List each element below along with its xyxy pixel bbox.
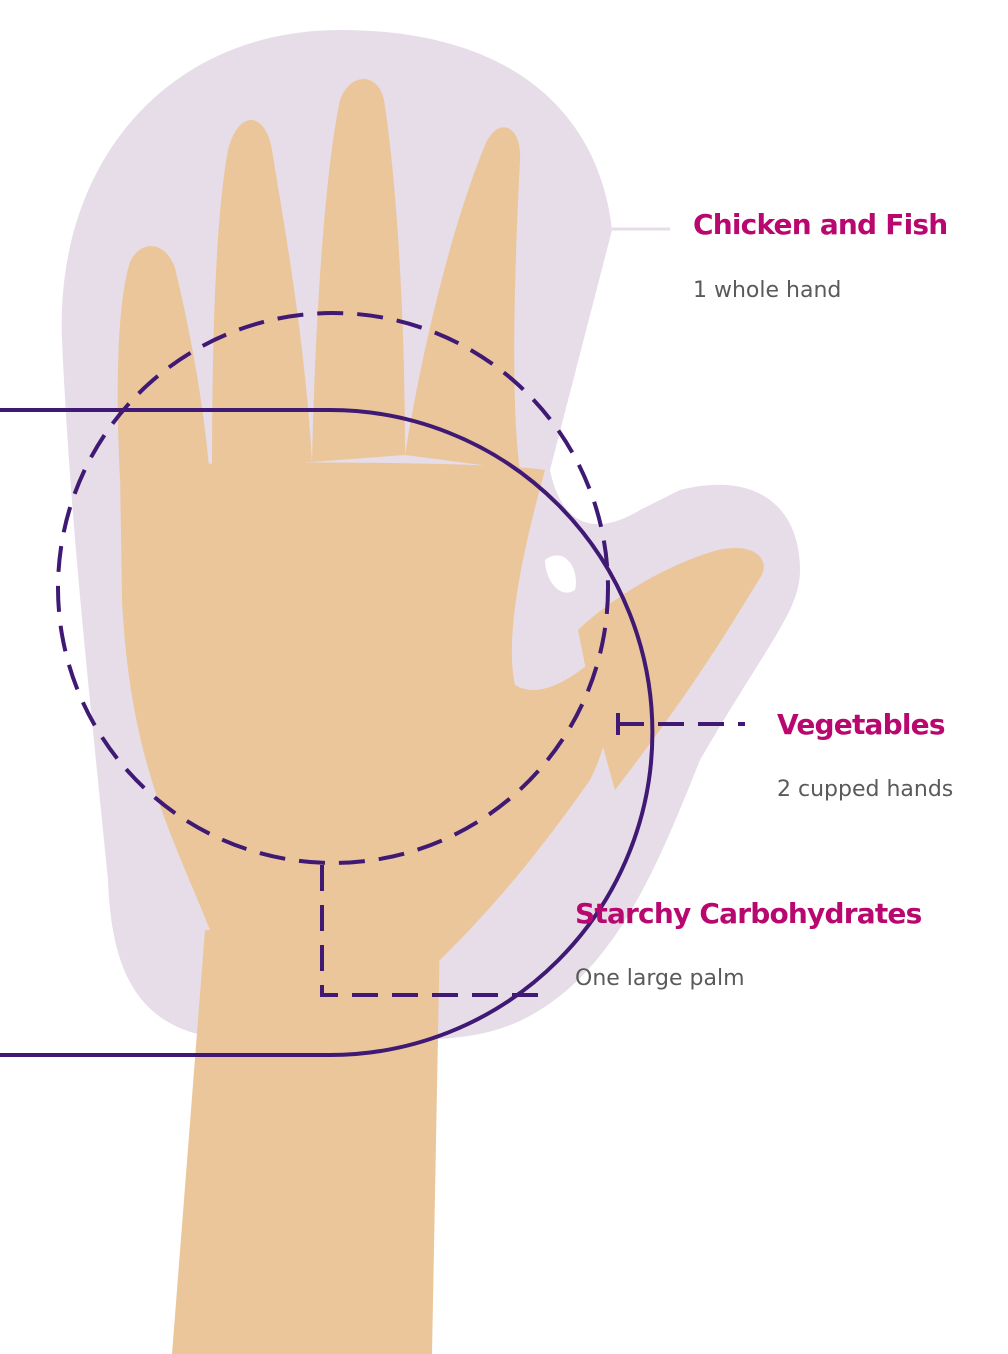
vegetables-description: 2 cupped hands xyxy=(777,777,953,802)
starchy-carbs-title: Starchy Carbohydrates xyxy=(575,897,922,930)
chicken-fish-title: Chicken and Fish xyxy=(693,208,947,241)
chicken-fish-description: 1 whole hand xyxy=(693,278,841,303)
vegetables-title: Vegetables xyxy=(777,708,945,741)
starchy-carbs-description: One large palm xyxy=(575,966,745,991)
